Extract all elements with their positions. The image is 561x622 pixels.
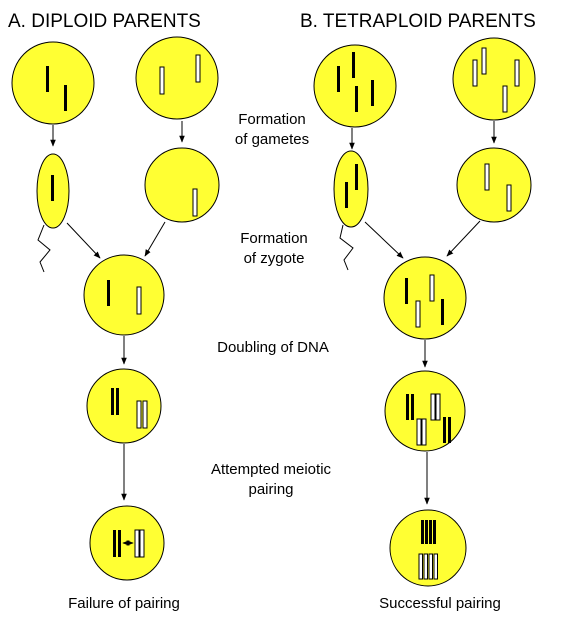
b-pairing-chromosome-4 xyxy=(433,520,436,544)
a-doubled-chromosome-3 xyxy=(136,400,142,429)
b-doubled-chromosome-1 xyxy=(406,394,409,420)
b-arrow-zygote-2 xyxy=(446,220,481,257)
b-pairing-chromosome-1 xyxy=(421,520,424,544)
step-label-gametes-2: of gametes xyxy=(235,131,309,148)
b-doubled-chromosome-6 xyxy=(435,393,441,421)
step-label-zygote-2: of zygote xyxy=(244,250,305,267)
b-doubled-chromosome-3 xyxy=(416,418,422,446)
a-doubled-chromosome-2 xyxy=(116,388,119,415)
b-arrow-zygote-1 xyxy=(364,221,404,259)
a-parent-1-chromosome-1 xyxy=(46,66,49,92)
a-sperm-tail xyxy=(37,224,51,273)
b-sperm-tail xyxy=(339,224,354,271)
b-egg-gamete xyxy=(456,147,532,223)
b-doubled-chromosome-5 xyxy=(430,393,436,421)
a-parent-2-cell xyxy=(135,36,219,120)
b-parent-2-chromosome-3 xyxy=(502,85,508,113)
b-parent-2-cell xyxy=(452,37,536,121)
b-zygote-chromosome-3 xyxy=(429,274,435,302)
b-doubled-chromosome-8 xyxy=(448,417,451,443)
a-doubled-chromosome-1 xyxy=(111,388,114,415)
b-zygote-chromosome-4 xyxy=(441,299,444,325)
step-label-gametes-1: Formation xyxy=(238,111,306,128)
a-parent-2-chromosome-1 xyxy=(159,66,165,95)
b-parent-2-chromosome-1 xyxy=(472,59,478,87)
b-pairing-chromosome-2 xyxy=(425,520,428,544)
a-doubled-chromosome-4 xyxy=(142,400,148,429)
a-sperm-chromosome xyxy=(51,175,54,201)
b-parent-2-chromosome-4 xyxy=(514,59,520,87)
b-parent-1-cell xyxy=(313,44,397,128)
a-pairing-cell xyxy=(89,505,165,581)
a-zygote-chromosome-2 xyxy=(136,286,142,315)
a-egg-gamete xyxy=(144,147,220,223)
b-egg-chromosome-2 xyxy=(506,184,512,212)
b-parent-1-chromosome-2 xyxy=(352,52,355,78)
a-result-label: Failure of pairing xyxy=(68,595,180,612)
b-zygote-cell xyxy=(383,256,467,340)
a-pairing-chromosome-1 xyxy=(113,530,116,557)
b-pairing-chromosome-3 xyxy=(429,520,432,544)
b-sperm-chromosome-1 xyxy=(345,182,348,208)
panel-a-title: A. DIPLOID PARENTS xyxy=(8,11,201,32)
panel-a: Failure of pairing xyxy=(11,36,220,612)
b-parent-1-chromosome-4 xyxy=(371,80,374,106)
b-parent-2-chromosome-2 xyxy=(481,47,487,75)
step-label-pairing-1: Attempted meiotic xyxy=(211,461,332,478)
a-parent-1-cell xyxy=(11,41,95,125)
a-parent-1-chromosome-2 xyxy=(64,85,67,111)
a-pairing-chromosome-4 xyxy=(139,529,145,558)
b-pairing-chromosome-7 xyxy=(428,553,433,580)
b-pairing-chromosome-5 xyxy=(418,553,423,580)
a-zygote-chromosome-1 xyxy=(107,280,110,306)
panel-b: Successful pairing xyxy=(313,37,536,612)
b-parent-1-chromosome-1 xyxy=(337,66,340,92)
a-zygote-cell xyxy=(83,254,165,336)
a-arrow-zygote-1 xyxy=(66,222,101,259)
b-result-label: Successful pairing xyxy=(379,595,501,612)
a-sperm-gamete xyxy=(36,153,70,273)
b-pairing-chromosome-6 xyxy=(423,553,428,580)
b-pairing-chromosome-8 xyxy=(433,553,438,580)
b-doubled-chromosome-4 xyxy=(421,418,427,446)
step-label-doubling: Doubling of DNA xyxy=(217,339,329,356)
b-doubled-chromosome-2 xyxy=(411,394,414,420)
b-parent-1-chromosome-3 xyxy=(355,86,358,112)
b-doubled-chromosome-7 xyxy=(443,417,446,443)
b-zygote-chromosome-1 xyxy=(405,278,408,304)
b-doubled-cell xyxy=(384,370,466,452)
step-label-pairing-2: pairing xyxy=(248,481,293,498)
a-parent-2-chromosome-2 xyxy=(195,54,201,83)
a-pairing-chromosome-3 xyxy=(134,529,140,558)
b-zygote-chromosome-2 xyxy=(415,300,421,328)
b-sperm-chromosome-2 xyxy=(355,164,358,190)
a-doubled-cell xyxy=(86,368,162,444)
b-pairing-cell xyxy=(389,509,467,587)
panel-b-title: B. TETRAPLOID PARENTS xyxy=(300,11,536,32)
b-egg-chromosome-1 xyxy=(484,163,490,191)
a-pairing-chromosome-2 xyxy=(118,530,121,557)
b-sperm-gamete xyxy=(333,150,369,271)
a-egg-chromosome xyxy=(192,188,198,217)
step-label-zygote-1: Formation xyxy=(240,230,308,247)
a-arrow-zygote-2 xyxy=(144,221,166,257)
